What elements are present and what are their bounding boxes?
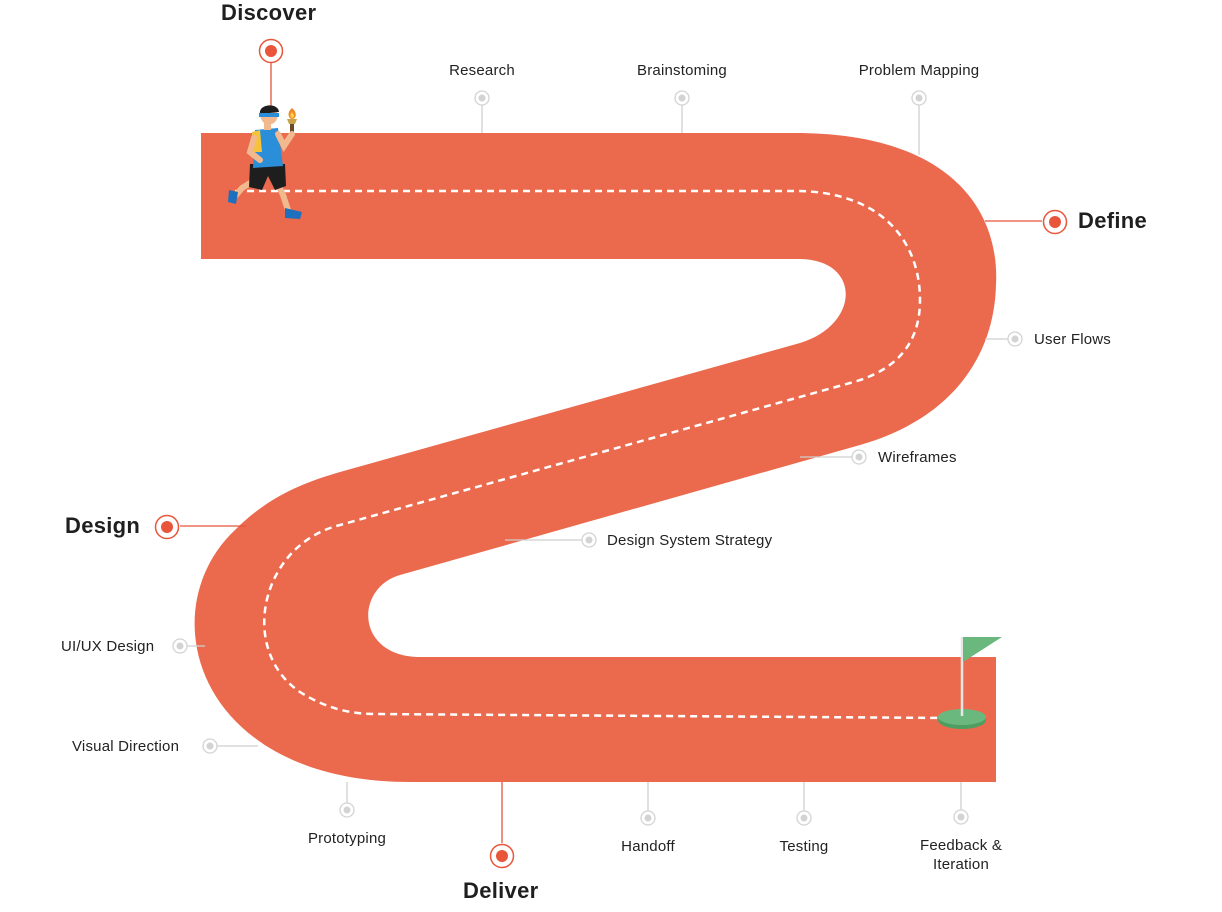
dot-design-system — [581, 532, 597, 548]
phase-label-design: Design — [65, 513, 141, 538]
step-label-visual-direction: Visual Direction — [72, 738, 180, 755]
phase-connectors — [180, 62, 1042, 843]
step-label-feedback-line1: Feedback & — [919, 837, 1003, 854]
dot-testing — [796, 810, 812, 826]
race-track — [194, 133, 997, 782]
dot-feedback — [953, 809, 969, 825]
dot-user-flows — [1007, 331, 1023, 347]
dot-visual-direction — [202, 738, 218, 754]
dot-deliver — [489, 843, 515, 869]
dot-discover — [258, 38, 284, 64]
phase-dots — [154, 38, 1068, 869]
phase-label-deliver: Deliver — [463, 878, 539, 903]
track-center-dashes — [235, 189, 949, 720]
step-label-prototyping: Prototyping — [307, 830, 387, 847]
dot-design — [154, 514, 180, 540]
track-shape — [194, 133, 997, 782]
step-label-ui-ux-design: UI/UX Design — [61, 638, 155, 655]
dot-handoff — [640, 810, 656, 826]
step-label-wireframes: Wireframes — [878, 449, 957, 466]
dot-wireframes — [851, 449, 867, 465]
step-label-research: Research — [449, 62, 515, 79]
dot-prototyping — [339, 802, 355, 818]
dot-problem-mapping — [911, 90, 927, 106]
step-label-feedback-line2: Iteration — [933, 856, 989, 873]
step-label-problem-mapping: Problem Mapping — [858, 62, 980, 79]
dot-define — [1042, 209, 1068, 235]
step-dots — [172, 90, 1023, 826]
dot-research — [474, 90, 490, 106]
runner-with-torch-icon — [228, 105, 302, 219]
step-label-brainstorming: Brainstoming — [637, 62, 727, 79]
step-label-testing: Testing — [779, 838, 829, 855]
step-connectors — [187, 105, 1008, 811]
step-label-handoff: Handoff — [621, 838, 675, 855]
phase-label-define: Define — [1078, 208, 1148, 233]
dot-ui-ux — [172, 638, 188, 654]
dot-brainstorming — [674, 90, 690, 106]
step-label-design-system-strategy: Design System Strategy — [607, 532, 773, 549]
step-label-user-flows: User Flows — [1034, 331, 1112, 348]
finish-flag-icon — [938, 637, 1002, 729]
phase-label-discover: Discover — [221, 0, 317, 25]
